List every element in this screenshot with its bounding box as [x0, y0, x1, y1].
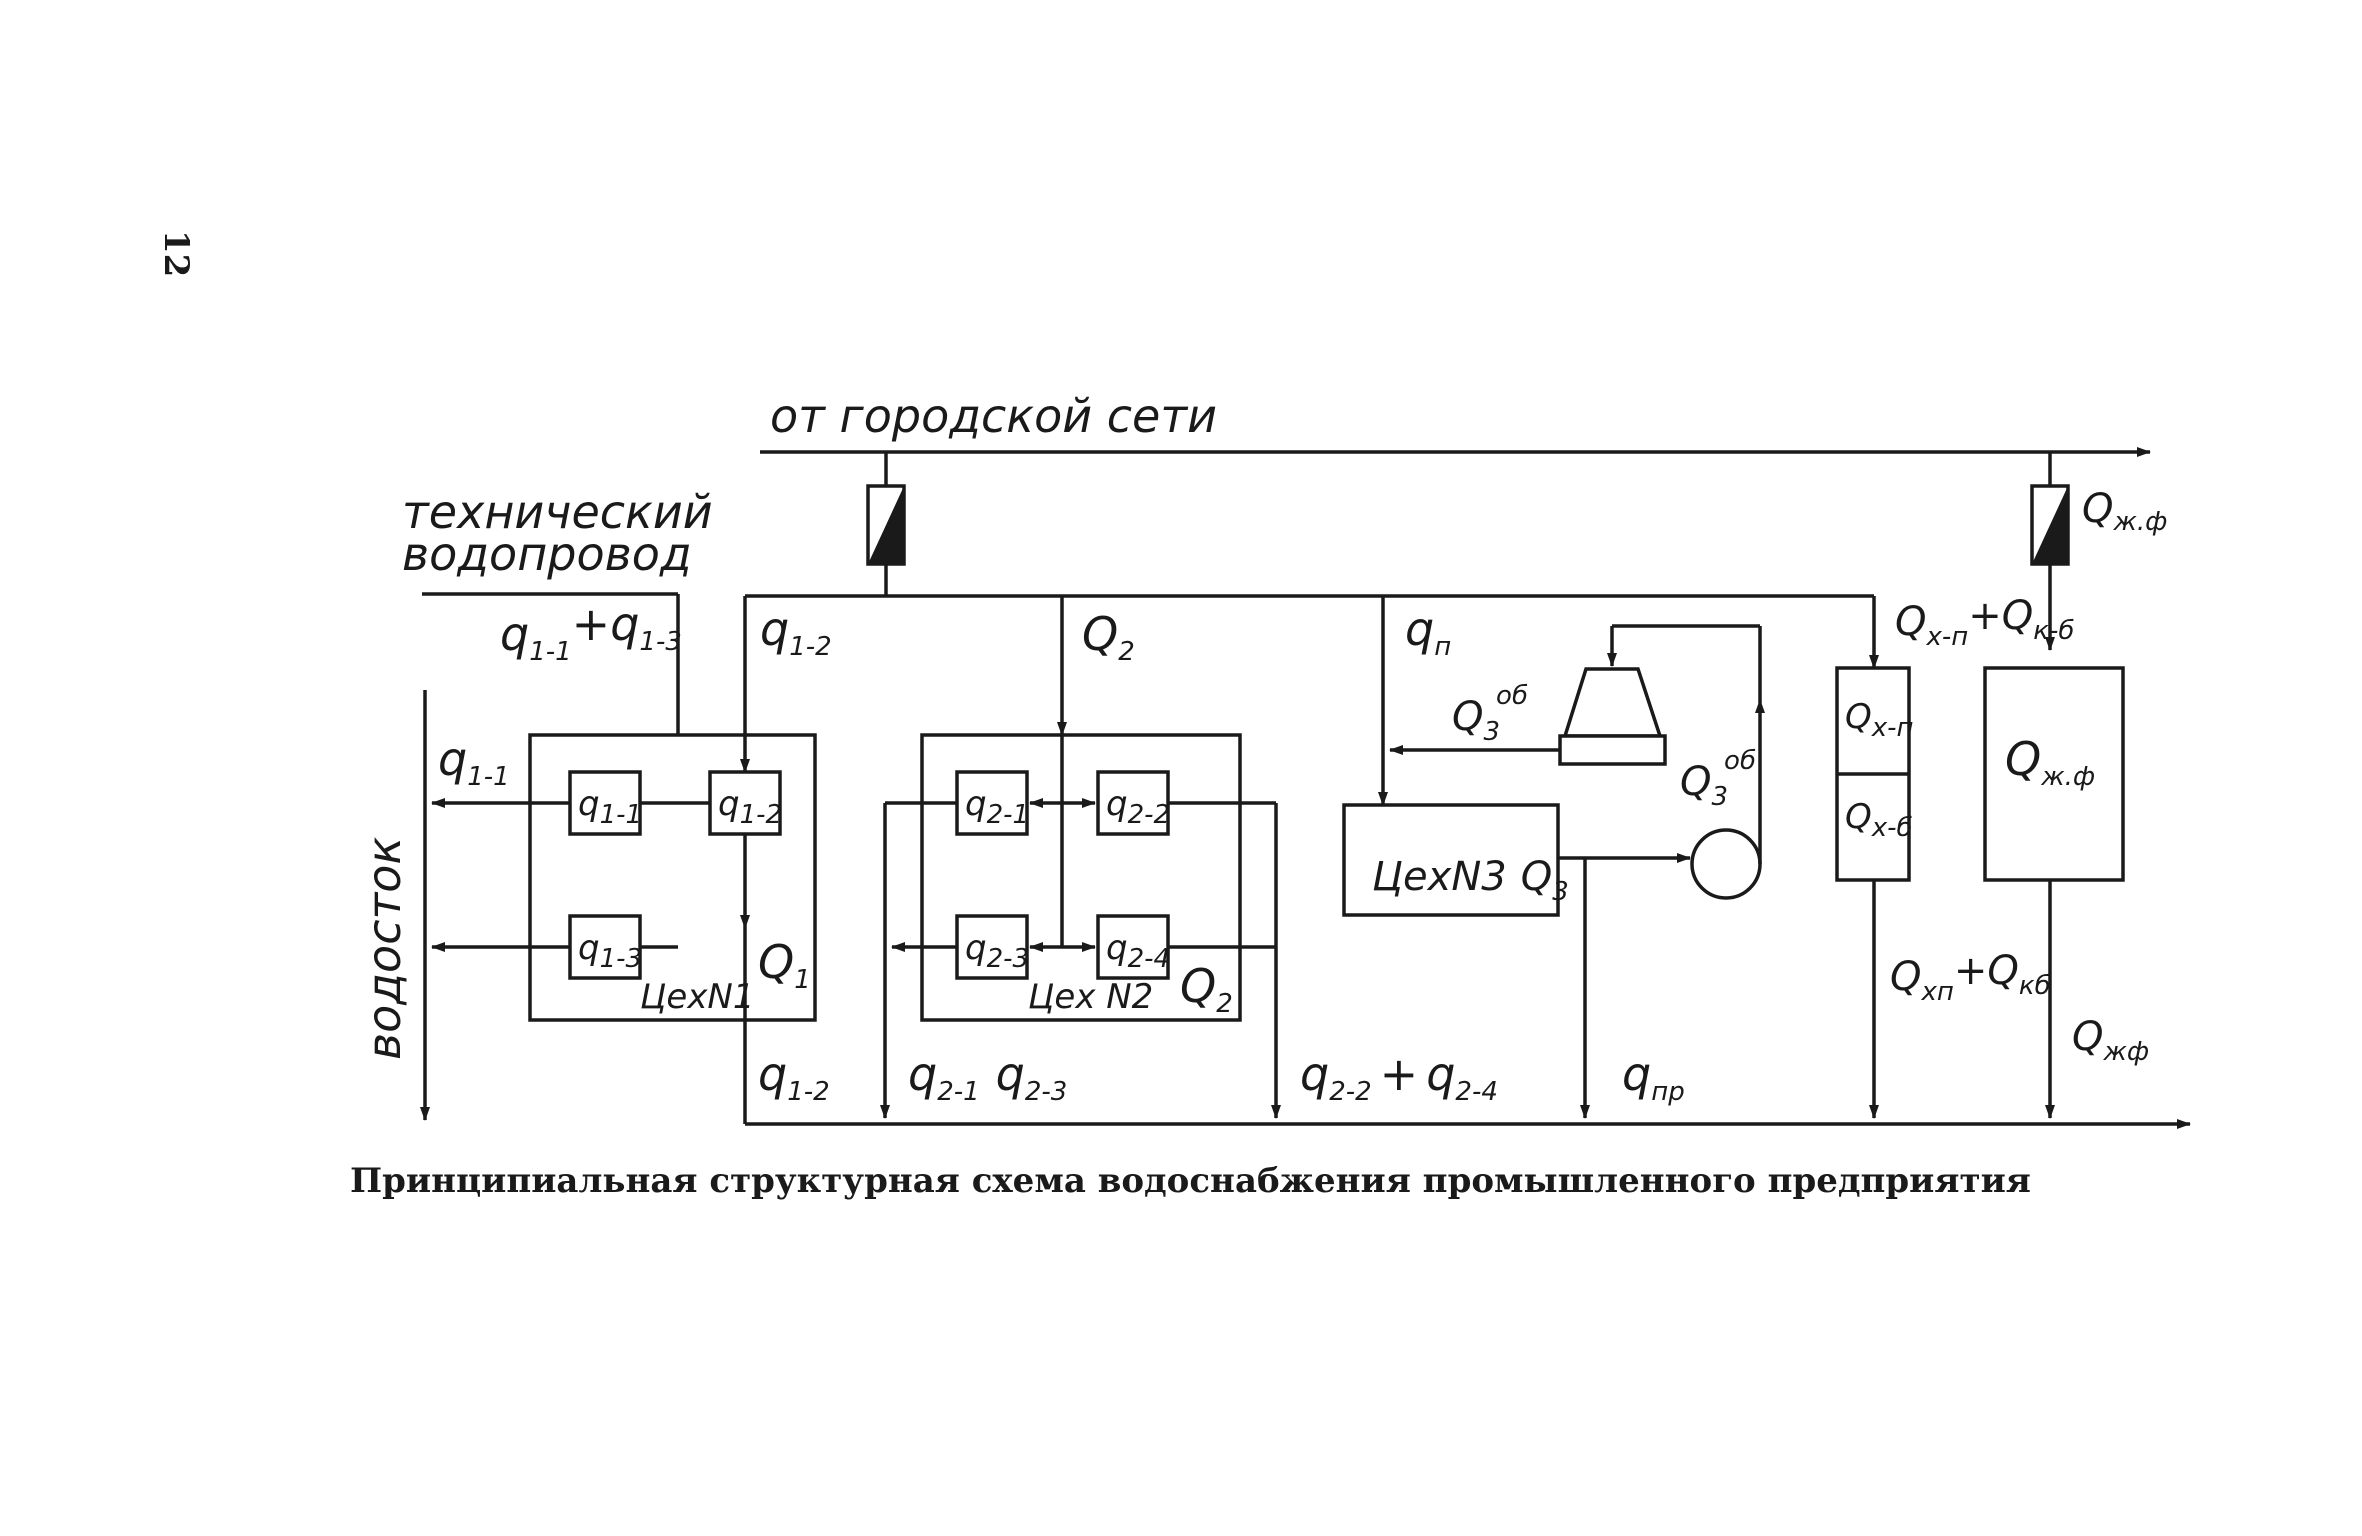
flow-q3ob-left-label: Q3об: [1452, 681, 1528, 747]
flow-Q1-label: Q1: [758, 935, 811, 995]
flow-q3ob-right-label: Q3об: [1680, 746, 1756, 812]
workshop-2-label: Цех N2: [1028, 977, 1153, 1017]
page-number: 12: [156, 230, 196, 277]
technical-water-line: технический водопровод q1-1+q1-3: [402, 485, 713, 939]
flow-qxn-qkb-bottom-label: Qхп+Qкб: [1890, 948, 2051, 1007]
consumer-unit-q22: [1096, 770, 1170, 836]
flow-q22-q24-label: q2-2+q2-4: [1300, 1047, 1498, 1107]
flow-q11-label: q1-1: [438, 732, 510, 792]
tank-fire-label: Qж.ф: [2005, 732, 2095, 792]
technical-label-2: водопровод: [402, 527, 692, 581]
svg-text:q2-3: q2-3: [965, 928, 1029, 974]
drain-line: водосток: [357, 690, 430, 1121]
svg-text:q1-3: q1-3: [578, 928, 642, 974]
svg-text:q1-2: q1-2: [718, 784, 782, 830]
tank-hb-label: Qх-б: [1845, 797, 1913, 843]
cooling-tower-icon: [1562, 667, 1663, 738]
flow-q12-bottom-label: q1-2: [758, 1047, 830, 1107]
workshop-2-total-label: Q2: [1180, 959, 1233, 1019]
workshop-1: q1-1 q1-2 q1-3 ЦехN1 q1-1: [431, 732, 817, 1022]
pump-icon: [1690, 828, 1762, 900]
flow-qxn-qkb-top-label: Qх-п+Qк-б: [1895, 593, 2074, 652]
workshop-1-label: ЦехN1: [640, 977, 755, 1017]
tank-hp-label: Qх-п: [1845, 697, 1914, 743]
flow-qpr-label: qпр: [1622, 1047, 1685, 1107]
consumer-unit-q11: [568, 770, 642, 836]
svg-text:q1-1: q1-1: [578, 784, 642, 830]
svg-text:q2-4: q2-4: [1106, 928, 1170, 974]
water-meter-icon: [866, 452, 906, 596]
svg-text:q2-1: q2-1: [965, 784, 1029, 830]
flow-q12-top-label: q1-2: [760, 602, 832, 662]
flow-Q2-top-label: Q2: [1082, 607, 1135, 667]
figure-caption: Принципиальная структурная схема водосна…: [350, 1161, 2031, 1201]
drinking-tanks: Qх-п+Qк-б Qх-п Qх-б Qхп+Qкб: [1835, 593, 2074, 1119]
city-network-main: от городской сети: [760, 389, 2151, 457]
drain-label: водосток: [357, 837, 411, 1060]
flow-qzf-bottom-label: Qжф: [2072, 1014, 2149, 1067]
technical-label-1: технический: [402, 485, 713, 539]
fire-demand-label-top: Qж.ф: [2082, 486, 2167, 537]
flow-qn-label: qп: [1405, 602, 1451, 662]
svg-text:q2-2: q2-2: [1106, 784, 1170, 830]
city-network-label: от городской сети: [770, 389, 1217, 443]
water-meter-icon: Qж.ф: [2030, 452, 2167, 651]
fire-reserve-tank: Qж.ф Qжф: [1983, 666, 2149, 1119]
flow-q11-q13-label: q1-1+q1-3: [500, 597, 682, 667]
